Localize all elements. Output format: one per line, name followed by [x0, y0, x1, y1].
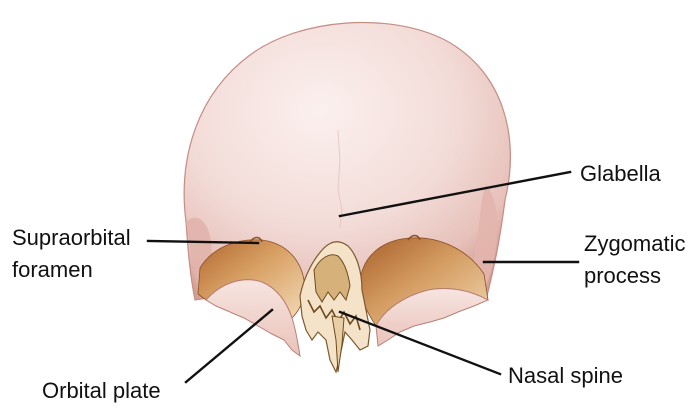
label-zygomatic-line2: process [584, 263, 661, 288]
label-supraorbital-line1: Supraorbital [12, 225, 131, 250]
label-glabella: Glabella [580, 161, 661, 186]
orbital-plate-leader-line [186, 310, 272, 382]
label-zygomatic-line1: Zygomatic [584, 231, 685, 256]
label-orbital-plate: Orbital plate [42, 378, 161, 403]
label-nasal-spine: Nasal spine [508, 363, 623, 388]
label-supraorbital-line2: foramen [12, 257, 93, 282]
